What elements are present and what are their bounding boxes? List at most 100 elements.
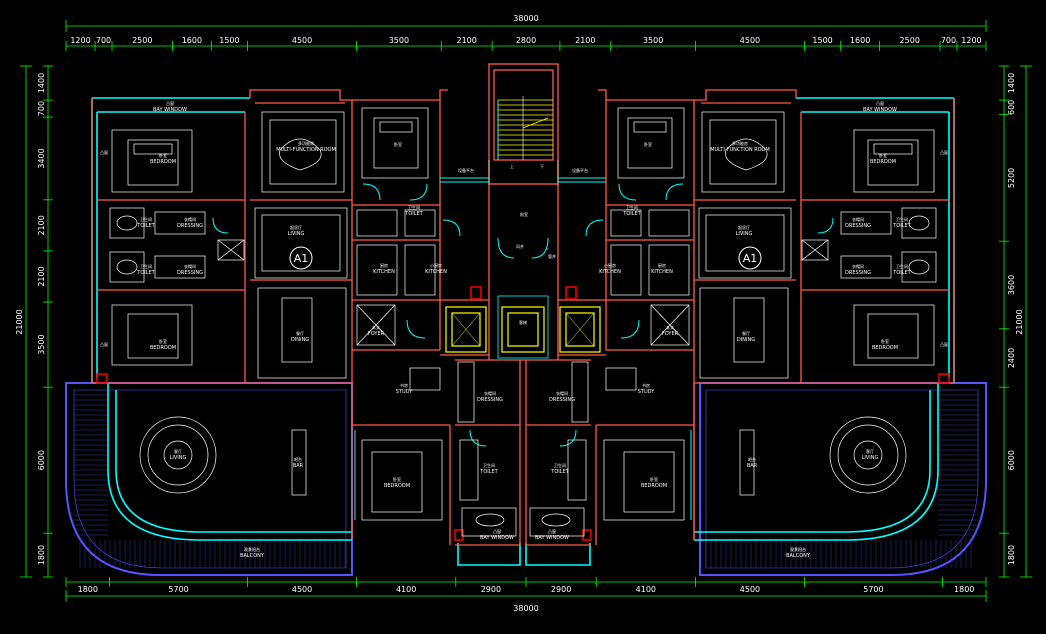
room-label-core-pipe: 管井 bbox=[548, 253, 556, 259]
room-label-core-lobby: 前室 bbox=[520, 211, 528, 217]
room-label-zh: 风井 bbox=[516, 243, 524, 249]
room-label-en: DRESSING bbox=[845, 223, 871, 229]
room-label-zh: 衣帽间 bbox=[852, 216, 864, 222]
room-label-zh: 玄关 bbox=[666, 324, 674, 330]
top-segment-label: 700 bbox=[96, 36, 111, 45]
room-label-side-window-r1: 凸窗 bbox=[940, 149, 948, 155]
room-label-en: KITCHEN bbox=[599, 269, 621, 275]
right-segment-label: 1800 bbox=[1007, 545, 1016, 565]
room-label-en: TOILET bbox=[892, 223, 911, 229]
room-label-zh: 凸窗 bbox=[100, 341, 108, 347]
bottom-segment-label: 4100 bbox=[636, 585, 656, 594]
room-label-en: STUDY bbox=[638, 389, 655, 395]
stair-up-mark: 上 bbox=[510, 163, 514, 169]
room-label-en: KITCHEN bbox=[651, 269, 673, 275]
room-label-en: LIVING bbox=[170, 455, 187, 461]
right-segment-label: 6000 bbox=[1007, 450, 1016, 470]
room-label-side-window-l1: 凸窗 bbox=[100, 149, 108, 155]
room-label-en: BAY WINDOW bbox=[480, 535, 514, 541]
top-overall-dimension: 38000 bbox=[513, 14, 538, 23]
room-label-en: BALCONY bbox=[240, 553, 265, 559]
room-label-zh: 卫生间 bbox=[140, 263, 152, 269]
room-label-zh: 卫生间 bbox=[140, 216, 152, 222]
right-segment-label: 3600 bbox=[1007, 275, 1016, 295]
room-label-zh: 卧室 bbox=[881, 338, 889, 344]
room-label-bedroom-inner-left: 卧室 bbox=[394, 141, 402, 147]
room-label-zh: 凸窗 bbox=[493, 528, 501, 534]
room-label-en: BEDROOM bbox=[150, 159, 176, 165]
room-label-en: TOILET bbox=[479, 469, 498, 475]
room-label-zh: 起居厅 bbox=[738, 224, 750, 230]
room-label-platform-right: 设备平台 bbox=[572, 167, 588, 173]
room-label-zh: 前室 bbox=[520, 211, 528, 217]
left-segment-label: 700 bbox=[37, 101, 46, 116]
room-label-zh: 小厨房 bbox=[430, 262, 442, 268]
room-label-zh: 起居厅 bbox=[290, 224, 302, 230]
room-label-en: BAY WINDOW bbox=[153, 107, 187, 113]
top-segment-label: 1500 bbox=[219, 36, 239, 45]
stair: 上 下 bbox=[498, 96, 553, 169]
room-label-en: STUDY bbox=[396, 389, 413, 395]
room-label-core-wind: 风井 bbox=[516, 243, 524, 249]
room-label-zh: 观景阳台 bbox=[790, 546, 806, 552]
left-segment-label: 1800 bbox=[37, 545, 46, 565]
room-label-en: FOYER bbox=[368, 331, 385, 337]
top-segment-label: 1200 bbox=[70, 36, 90, 45]
bottom-segment-label: 4100 bbox=[396, 585, 416, 594]
bottom-segment-label: 5700 bbox=[168, 585, 188, 594]
top-segment-label: 2100 bbox=[457, 36, 477, 45]
room-label-en: BALCONY bbox=[786, 553, 811, 559]
room-label-en: MULTI-FUNCTION ROOM bbox=[710, 147, 770, 153]
room-label-zh: 厨房 bbox=[658, 262, 666, 268]
top-segment-label: 2500 bbox=[132, 36, 152, 45]
room-label-en: BEDROOM bbox=[150, 345, 176, 351]
room-label-zh: 卫生间 bbox=[483, 462, 495, 468]
room-label-zh: 卧室 bbox=[879, 152, 887, 158]
room-label-zh: 凸窗 bbox=[940, 149, 948, 155]
room-label-en: BEDROOM bbox=[872, 345, 898, 351]
doors-windows bbox=[212, 100, 834, 520]
room-label-zh: 卧室 bbox=[159, 152, 167, 158]
room-label-zh: 卧室 bbox=[159, 338, 167, 344]
top-segment-label: 2100 bbox=[575, 36, 595, 45]
room-label-zh: 吧台 bbox=[748, 456, 756, 462]
room-label-en: BAY WINDOW bbox=[535, 535, 569, 541]
right-segment-label: 5200 bbox=[1007, 168, 1016, 188]
room-label-side-window-l2: 凸窗 bbox=[100, 341, 108, 347]
room-label-zh: 多功能房 bbox=[732, 140, 748, 146]
room-label-en: DRESSING bbox=[549, 397, 575, 403]
top-segment-label: 1600 bbox=[850, 36, 870, 45]
room-label-en: BEDROOM bbox=[641, 483, 667, 489]
room-label-zh: 卧室 bbox=[644, 141, 652, 147]
room-label-platform-left: 设备平台 bbox=[458, 167, 474, 173]
room-label-zh: 卧室 bbox=[650, 476, 658, 482]
room-label-zh: 卫生间 bbox=[896, 216, 908, 222]
room-label-en: KITCHEN bbox=[425, 269, 447, 275]
room-label-zh: 卫生间 bbox=[896, 263, 908, 269]
top-segment-label: 2800 bbox=[516, 36, 536, 45]
